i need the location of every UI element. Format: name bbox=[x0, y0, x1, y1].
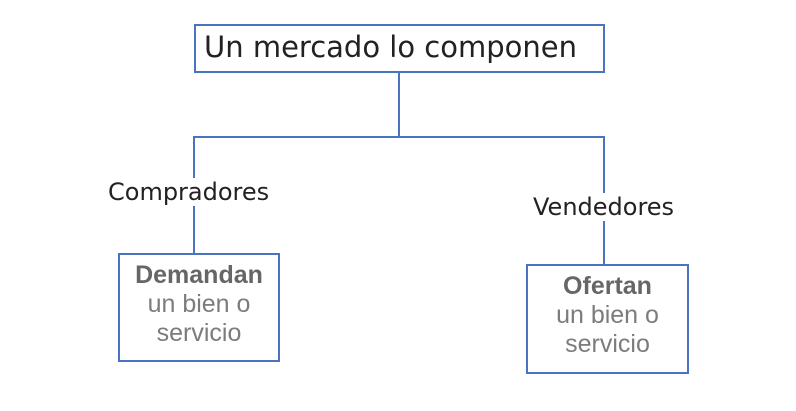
leaf-line-1: un bien o bbox=[147, 289, 251, 318]
root-label: Un mercado lo componen bbox=[204, 30, 577, 64]
root-connector-vertical bbox=[398, 72, 400, 137]
leaf-node-ofertan: Ofertan un bien o servicio bbox=[526, 264, 689, 374]
leaf-title: Demandan bbox=[135, 261, 263, 289]
branch-connector-horizontal bbox=[194, 136, 605, 138]
branch-label-vendedores: Vendedores bbox=[531, 193, 677, 221]
leaf-node-demandan: Demandan un bien o servicio bbox=[118, 253, 280, 362]
leaf-line-1: un bien o bbox=[556, 300, 659, 329]
root-node: Un mercado lo componen bbox=[194, 24, 605, 73]
branch-label-compradores: Compradores bbox=[106, 178, 272, 206]
leaf-title: Ofertan bbox=[563, 272, 652, 300]
leaf-line-2: servicio bbox=[565, 329, 650, 358]
leaf-line-2: servicio bbox=[156, 318, 242, 347]
